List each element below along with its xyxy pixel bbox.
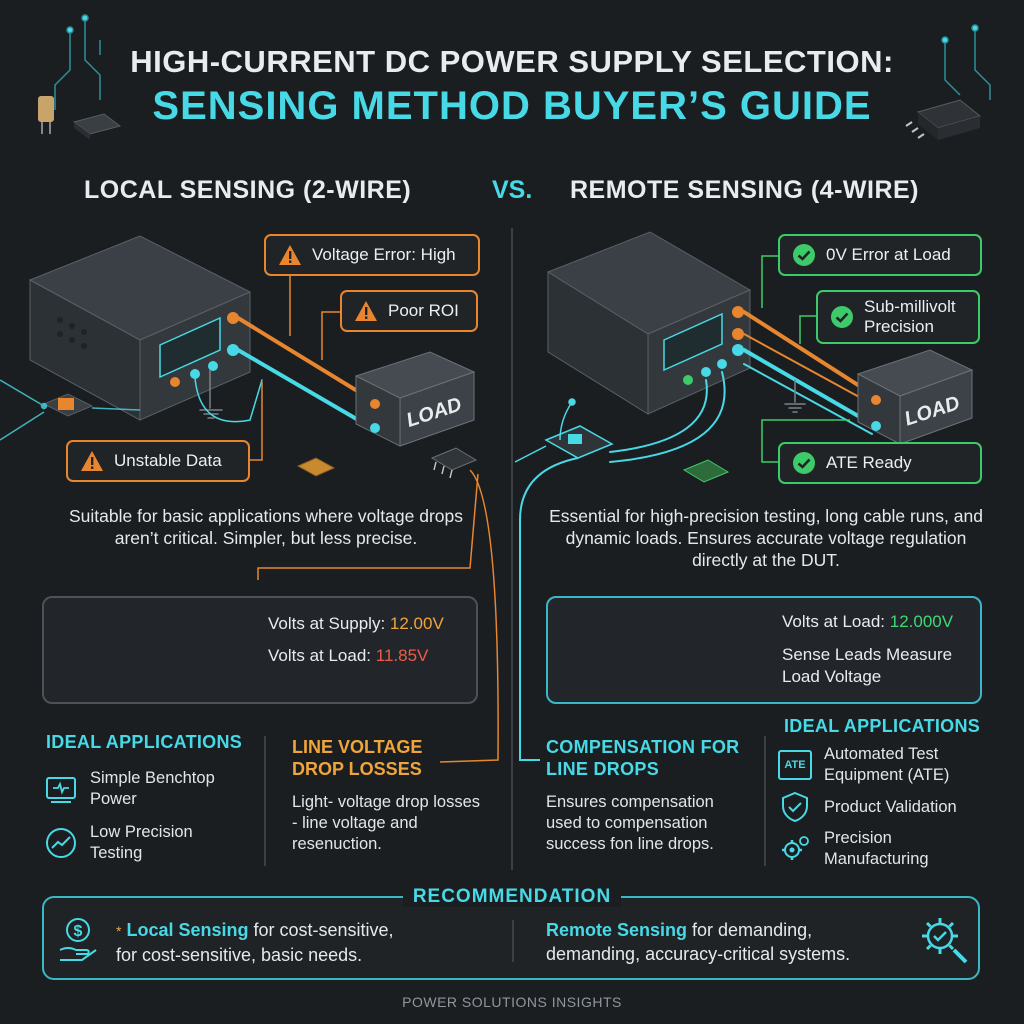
tag-ate-ready: ATE Ready: [778, 442, 982, 484]
recommendation-divider: [512, 920, 514, 962]
remote-column-title: REMOTE SENSING (4-WIRE): [570, 176, 920, 204]
svg-text:$: $: [74, 923, 83, 940]
local-chip-left: [42, 393, 94, 417]
warning-icon: [279, 245, 301, 265]
local-volts-supply-value: 12.00V: [389, 614, 444, 633]
tag-zero-error-label: 0V Error at Load: [826, 245, 951, 264]
recommendation-remote: Remote Sensing for demanding, demanding,…: [546, 918, 926, 966]
check-circle-icon: [793, 452, 815, 474]
remote-traces: [514, 398, 579, 761]
remote-app-validation: Product Validation: [778, 790, 998, 824]
compensation-text: Ensures compensation used to compensatio…: [546, 793, 714, 853]
circuit-traces-top-left: [54, 14, 101, 110]
recommendation-title: RECOMMENDATION: [0, 886, 1024, 908]
local-volts-load: Volts at Load: 11.85V: [268, 644, 428, 668]
remote-app-ate-label: Automated Test Equipment (ATE): [824, 745, 950, 784]
tag-voltage-error: Voltage Error: High: [264, 234, 480, 276]
tag-poor-roi: Poor ROI: [340, 290, 478, 332]
remote-volts-load-label: Volts at Load:: [782, 612, 890, 631]
ate-badge-text: ATE: [784, 759, 806, 771]
local-power-supply: [28, 235, 252, 421]
recommendation-local: * Local Sensing for cost-sensitive, for …: [116, 918, 506, 967]
local-volts-load-value: 11.85V: [375, 646, 429, 665]
remote-description: Essential for high-precision testing, lo…: [549, 506, 983, 570]
remote-callout-lines: [761, 255, 850, 463]
tag-submillivolt: Sub-millivolt Precision: [816, 290, 980, 344]
remote-load-box: [856, 349, 974, 445]
tag-poor-roi-label: Poor ROI: [388, 301, 459, 320]
chip-icon-top-left: [72, 113, 122, 140]
ate-monitor-icon: ATE: [778, 750, 812, 780]
compensation-title: COMPENSATION FOR LINE DROPS: [546, 737, 740, 779]
local-load-box: [354, 351, 476, 447]
local-wires: [194, 316, 374, 430]
tag-unstable-data: Unstable Data: [66, 440, 250, 482]
remote-app-manufacturing-label: Precision Manufacturing: [824, 829, 929, 868]
warning-icon: [355, 301, 377, 321]
local-meter-panel: [42, 596, 478, 704]
remote-component-green: [682, 459, 730, 483]
remote-app-validation-label: Product Validation: [824, 797, 957, 816]
local-ideal-title: IDEAL APPLICATIONS: [46, 732, 243, 752]
tag-unstable-data-label: Unstable Data: [114, 451, 222, 470]
column-divider: [511, 228, 513, 870]
recommendation-remote-line2: demanding, accuracy-critical systems.: [546, 944, 851, 964]
trend-gauge-icon: [46, 828, 76, 858]
local-app-benchtop: Simple Benchtop Power: [44, 768, 254, 810]
local-callout-lines: [248, 276, 499, 763]
local-sub-divider: [264, 736, 266, 866]
remote-sub-divider: [764, 736, 766, 866]
gear-magnifier-icon: [922, 918, 968, 964]
local-app-low-precision: Low Precision Testing: [44, 822, 254, 864]
remote-volts-load-value: 12.000V: [889, 612, 954, 631]
remote-meter-panel: [546, 596, 982, 704]
check-circle-icon: [793, 244, 815, 266]
recommendation-local-bold: Local Sensing: [126, 920, 249, 940]
remote-app-ate: ATE Automated Test Equipment (ATE): [778, 744, 998, 786]
benchtop-power-icon: [46, 777, 76, 803]
recommendation-star: *: [116, 923, 122, 939]
recommendation-local-rest: for cost-sensitive,: [248, 920, 394, 940]
local-volts-supply-label: Volts at Supply:: [268, 614, 390, 633]
tag-submillivolt-label: Sub-millivolt Precision: [864, 297, 956, 336]
vs-label: VS.: [492, 176, 533, 204]
recommendation-local-line2: for cost-sensitive, basic needs.: [116, 945, 363, 965]
local-component-ic: [430, 447, 478, 479]
capacitor-icon: [38, 96, 54, 134]
tag-voltage-error-label: Voltage Error: High: [312, 245, 456, 264]
money-hand-icon: $: [59, 918, 97, 961]
local-traces-left: [0, 379, 141, 441]
circuit-traces-top-right: [941, 24, 991, 100]
title-line-2: SENSING METHOD BUYER’S GUIDE: [152, 84, 872, 128]
remote-volts-load: Volts at Load: 12.000V: [782, 610, 953, 634]
local-app-low-precision-label: Low Precision Testing: [90, 823, 193, 862]
recommendation-title-text: RECOMMENDATION: [402, 886, 622, 907]
remote-ideal-title: IDEAL APPLICATIONS: [784, 716, 981, 736]
line-drop-text: Light- voltage drop losses - line voltag…: [292, 793, 481, 853]
title-line-1: HIGH-CURRENT DC POWER SUPPLY SELECTION:: [130, 44, 894, 79]
local-component-small: [296, 457, 336, 477]
remote-sense-text: Sense Leads Measure Load Voltage: [782, 645, 953, 686]
local-volts-supply: Volts at Supply: 12.00V: [268, 612, 444, 636]
remote-app-manufacturing: Precision Manufacturing: [778, 828, 998, 870]
recommendation-remote-rest: for demanding,: [687, 920, 813, 940]
chip-icon-top-right: [905, 99, 982, 140]
remote-wires: [609, 310, 874, 463]
local-description: Suitable for basic applications where vo…: [69, 506, 463, 548]
check-circle-icon: [831, 306, 853, 328]
local-app-benchtop-label: Simple Benchtop Power: [90, 769, 215, 808]
footer-brand: POWER SOLUTIONS INSIGHTS: [402, 994, 622, 1010]
gears-icon: [782, 836, 809, 860]
local-volts-load-label: Volts at Load:: [268, 646, 376, 665]
line-drop-title: LINE VOLTAGE DROP LOSSES: [292, 737, 423, 779]
remote-power-supply: [546, 231, 752, 415]
warning-icon: [81, 451, 103, 471]
recommendation-remote-bold: Remote Sensing: [546, 920, 688, 940]
local-column-title: LOCAL SENSING (2-WIRE): [84, 176, 412, 204]
tag-zero-error: 0V Error at Load: [778, 234, 982, 276]
tag-ate-ready-label: ATE Ready: [826, 453, 912, 472]
shield-check-icon: [782, 791, 808, 823]
remote-sense-chip: [544, 425, 614, 459]
